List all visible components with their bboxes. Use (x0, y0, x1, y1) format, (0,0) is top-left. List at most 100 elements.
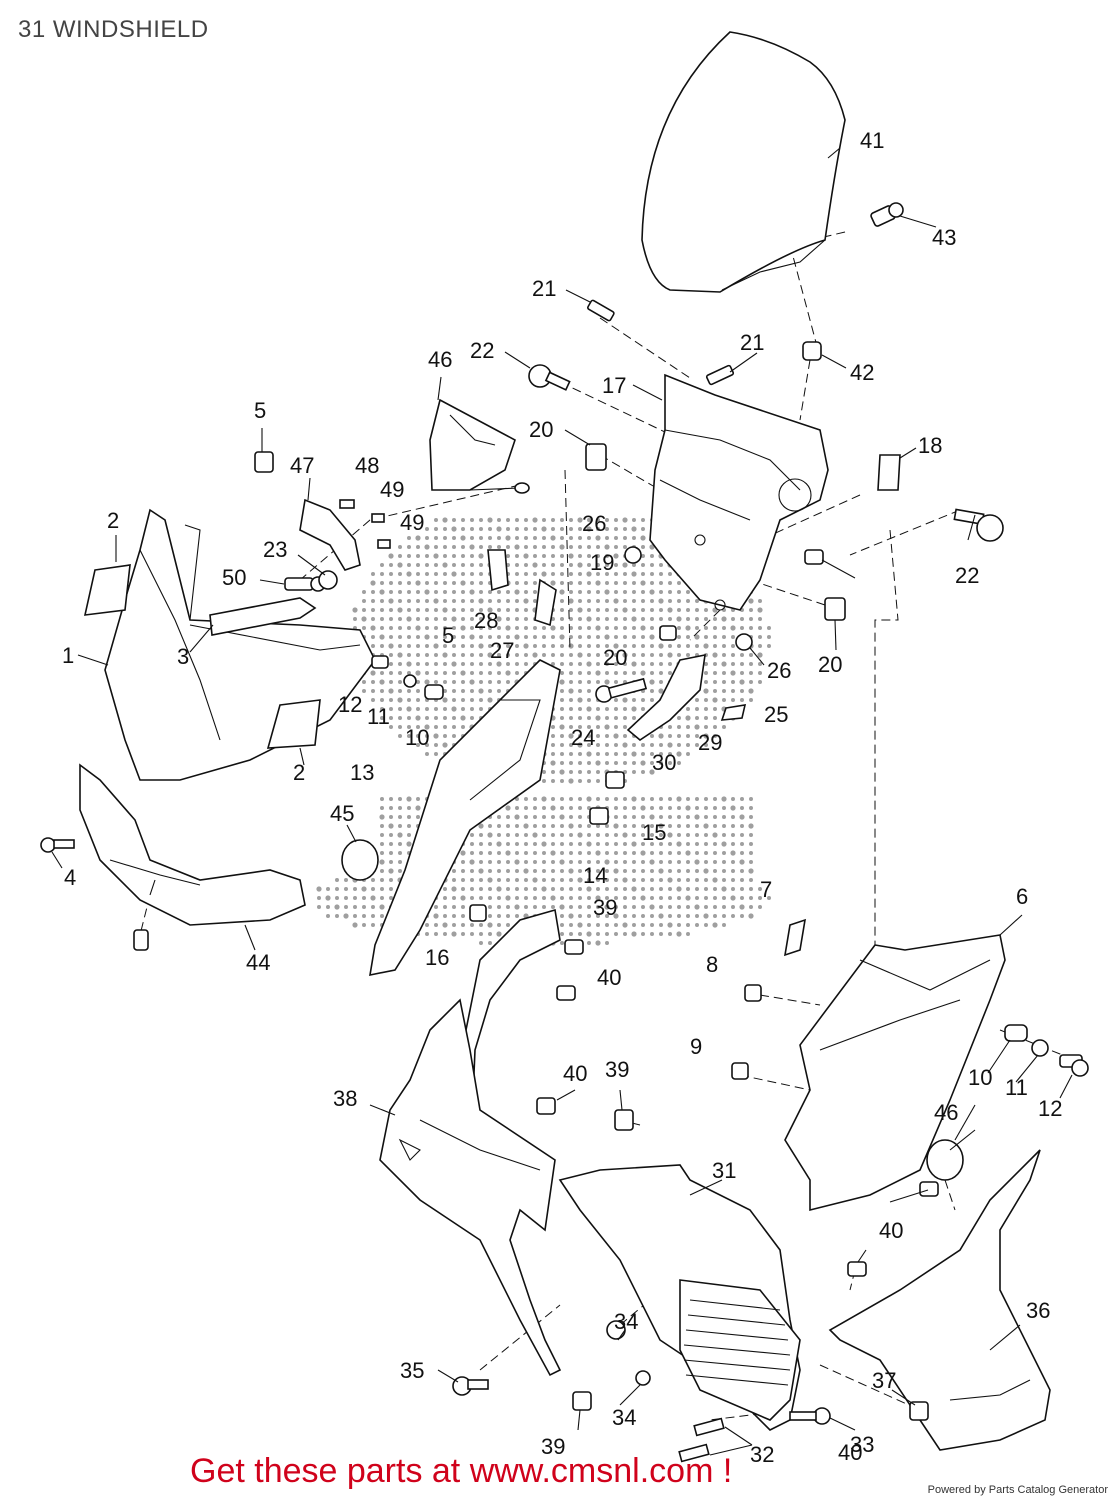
part-22-screw[interactable] (528, 364, 571, 391)
callout-24: 24 (571, 725, 595, 750)
part-26-grommet[interactable] (624, 546, 642, 564)
part-29-stay[interactable] (626, 653, 706, 741)
part-11-collar[interactable] (1031, 1039, 1049, 1057)
part-30-nut[interactable] (605, 771, 625, 789)
callout-12: 12 (338, 692, 362, 717)
callout-5: 5 (442, 623, 454, 648)
part-20-clip[interactable] (804, 549, 824, 565)
callout-27: 27 (490, 638, 514, 663)
part-46-cap[interactable] (926, 1139, 964, 1181)
callout-44: 44 (246, 950, 270, 975)
callout-41: 41 (860, 128, 884, 153)
part-48-bracket[interactable] (299, 498, 361, 571)
part-39-nut[interactable] (564, 939, 584, 955)
part-10-collar[interactable] (1004, 1024, 1028, 1042)
part-40-nut[interactable] (847, 1261, 867, 1277)
part-36-lower-side-cowl[interactable] (828, 1149, 1051, 1451)
part-40-nut[interactable] (556, 985, 576, 1001)
part-41-windshield[interactable] (641, 31, 846, 293)
part-31-under-cowl[interactable] (558, 1164, 801, 1431)
part-12-bolt[interactable] (1059, 1054, 1089, 1077)
callout-40: 40 (838, 1440, 862, 1465)
part-33-screw[interactable] (789, 1407, 831, 1425)
part-47-cover[interactable] (429, 398, 530, 494)
radiator-grille (683, 1299, 791, 1386)
part-13-inner-panel[interactable] (369, 659, 561, 977)
callout-11: 11 (367, 704, 390, 729)
part-15-nut[interactable] (589, 807, 609, 825)
part-25-label[interactable] (720, 704, 747, 721)
callout-13: 13 (350, 760, 374, 785)
part-46-cap[interactable] (341, 839, 379, 881)
callout-23: 23 (263, 537, 287, 562)
callout-28: 28 (474, 608, 498, 633)
callout-37: 37 (872, 1368, 896, 1393)
callout-26: 26 (582, 511, 606, 536)
callout-47: 47 (290, 453, 314, 478)
callout-2: 2 (107, 508, 119, 533)
callout-40: 40 (563, 1061, 587, 1086)
part-11-collar[interactable] (403, 674, 417, 688)
part-8-nut[interactable] (744, 984, 762, 1002)
part-34-screw[interactable] (606, 1320, 651, 1386)
part-44-inner-panel[interactable] (79, 763, 306, 926)
part-12-bolt[interactable] (371, 655, 389, 669)
part-3-seal[interactable] (209, 597, 317, 636)
part-5-nut[interactable] (254, 451, 274, 473)
callout-20: 20 (529, 417, 553, 442)
callout-11: 11 (1005, 1075, 1028, 1100)
callout-2: 2 (293, 760, 305, 785)
part-40-nut[interactable] (536, 1097, 556, 1115)
part-2-tape[interactable] (266, 699, 321, 749)
part-45-rivet[interactable] (133, 929, 149, 951)
part-26-grommet[interactable] (735, 633, 753, 651)
part-39-nut[interactable] (614, 1109, 634, 1131)
part-9-nut[interactable] (731, 1062, 749, 1080)
part-21-bolt[interactable] (587, 299, 735, 386)
callout-29: 29 (698, 730, 722, 755)
callout-46: 46 (934, 1100, 958, 1125)
part-39-nut[interactable] (572, 1391, 592, 1411)
part-23-washer[interactable] (318, 570, 338, 590)
callout-31: 31 (712, 1158, 736, 1183)
callout-34: 34 (614, 1309, 638, 1334)
part-2-tape[interactable] (83, 564, 131, 616)
callout-1: 1 (62, 643, 74, 668)
part-35-bolt[interactable] (452, 1376, 489, 1396)
callout-7: 7 (760, 877, 772, 902)
part-40-nut[interactable] (919, 1181, 939, 1197)
part-20-clip[interactable] (659, 625, 677, 641)
part-16-nut[interactable] (469, 904, 487, 922)
callout-26: 26 (767, 658, 791, 683)
part-7-grommet[interactable] (783, 918, 807, 957)
part-43-bolt[interactable] (870, 202, 904, 227)
part-37-nut[interactable] (909, 1401, 929, 1421)
part-27-bracket[interactable] (534, 578, 557, 627)
callout-14: 14 (583, 863, 607, 888)
callout-18: 18 (918, 433, 942, 458)
part-49-collar[interactable] (339, 499, 355, 509)
part-4-bolt[interactable] (40, 837, 75, 853)
callout-10: 10 (405, 725, 429, 750)
callout-32: 32 (750, 1442, 774, 1467)
part-32-bolt[interactable] (678, 1417, 725, 1463)
part-20-clip[interactable] (585, 443, 607, 471)
part-49-collar[interactable] (377, 539, 391, 549)
part-42-nut[interactable] (802, 341, 822, 361)
callout-15: 15 (642, 820, 666, 845)
part-24-bolt[interactable] (595, 677, 648, 703)
part-20-clip[interactable] (824, 597, 846, 621)
promo-link[interactable]: Get these parts at www.cmsnl.com ! (190, 1452, 733, 1490)
part-17-stay[interactable] (649, 373, 829, 611)
part-6-side-cowl[interactable] (784, 934, 1006, 1212)
part-10-collar[interactable] (424, 684, 444, 700)
part-28-bracket[interactable] (487, 549, 509, 592)
callout-35: 35 (400, 1358, 424, 1383)
callout-36: 36 (1026, 1298, 1050, 1323)
part-50-washer[interactable] (371, 513, 385, 523)
part-18-bracket[interactable] (877, 454, 901, 491)
callout-50: 50 (222, 565, 246, 590)
part-22-screw[interactable] (953, 508, 1004, 542)
part-38-lower-side-cowl[interactable] (379, 998, 562, 1377)
